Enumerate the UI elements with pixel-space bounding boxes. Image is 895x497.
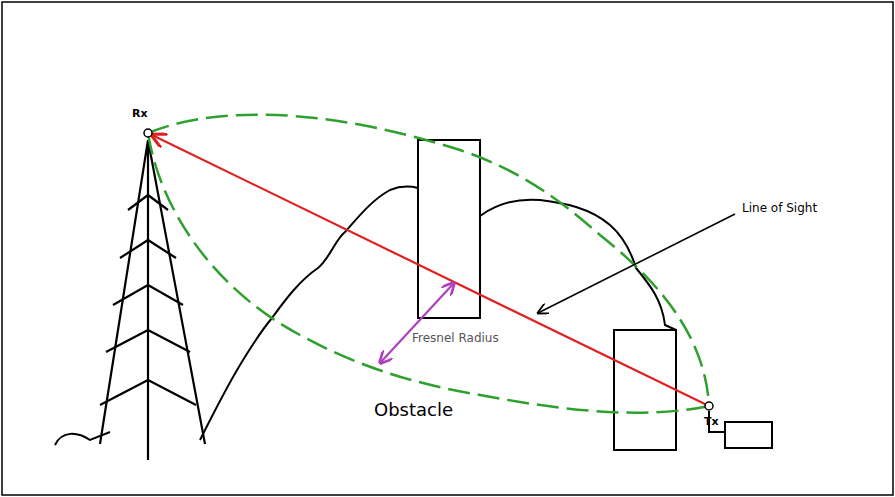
- fresnel-zone: [148, 133, 709, 413]
- line-of-sight: [152, 135, 709, 406]
- fresnel-zone: [148, 115, 709, 406]
- tower-symbol: [100, 140, 205, 460]
- region-label: Obstacle: [374, 400, 453, 420]
- leader-line: [538, 214, 735, 313]
- dimension-label: Fresnel Radius: [412, 332, 499, 345]
- tx-unit: [725, 422, 772, 448]
- hill-outline: [480, 200, 676, 330]
- hill-outline: [55, 187, 418, 445]
- building-obstacle: [614, 330, 676, 450]
- antenna-label: Rx: [132, 108, 148, 120]
- building-obstacle: [418, 140, 480, 318]
- antenna-point: [705, 402, 713, 410]
- callout-label: Line of Sight: [742, 202, 817, 215]
- antenna-point: [144, 129, 152, 137]
- antenna-label: Tx: [704, 416, 719, 428]
- fresnel-radius-arrow: [380, 283, 454, 363]
